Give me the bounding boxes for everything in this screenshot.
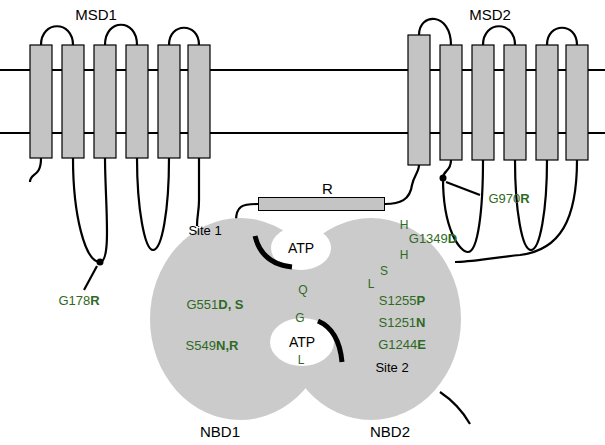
residue-letter: G	[295, 312, 304, 324]
residue-letter: L	[298, 354, 305, 366]
mutation-label: G178R	[58, 294, 99, 307]
mutation-label: S1255P	[379, 294, 425, 307]
mutation-dot	[440, 175, 447, 182]
mutation-dot	[97, 259, 104, 266]
mutation-label: S549N,R	[186, 339, 239, 352]
domain-label: NBD2	[370, 424, 410, 439]
helices	[30, 35, 588, 165]
site-arc	[255, 236, 292, 267]
mutation-label: G970R	[488, 192, 529, 205]
site-label: Site 1	[188, 224, 221, 237]
residue-letter: H	[400, 249, 409, 261]
mutation-label: G1349D	[409, 232, 457, 245]
mutation-label: G1244E	[378, 338, 426, 351]
regulatory-domain: R	[258, 197, 385, 211]
domain-label: NBD1	[200, 424, 240, 439]
mutation-label: G551D, S	[186, 298, 243, 311]
atp-pocket	[271, 226, 331, 270]
residue-letter: Q	[298, 284, 307, 296]
atp-label: ATP	[289, 335, 315, 349]
site-arc	[318, 321, 342, 362]
domain-name: MSD1	[75, 7, 117, 22]
loop-lines	[30, 19, 577, 424]
atp-pocket	[270, 318, 334, 366]
residue-letter: L	[368, 278, 375, 290]
site-label: Site 2	[375, 361, 408, 374]
residue-letter: H	[400, 219, 409, 231]
atp-label: ATP	[288, 241, 314, 255]
domain-name: MSD2	[469, 7, 511, 22]
mutation-label: S1251N	[379, 316, 426, 329]
domain-label: R	[322, 181, 333, 196]
residue-letter: S	[380, 265, 388, 277]
